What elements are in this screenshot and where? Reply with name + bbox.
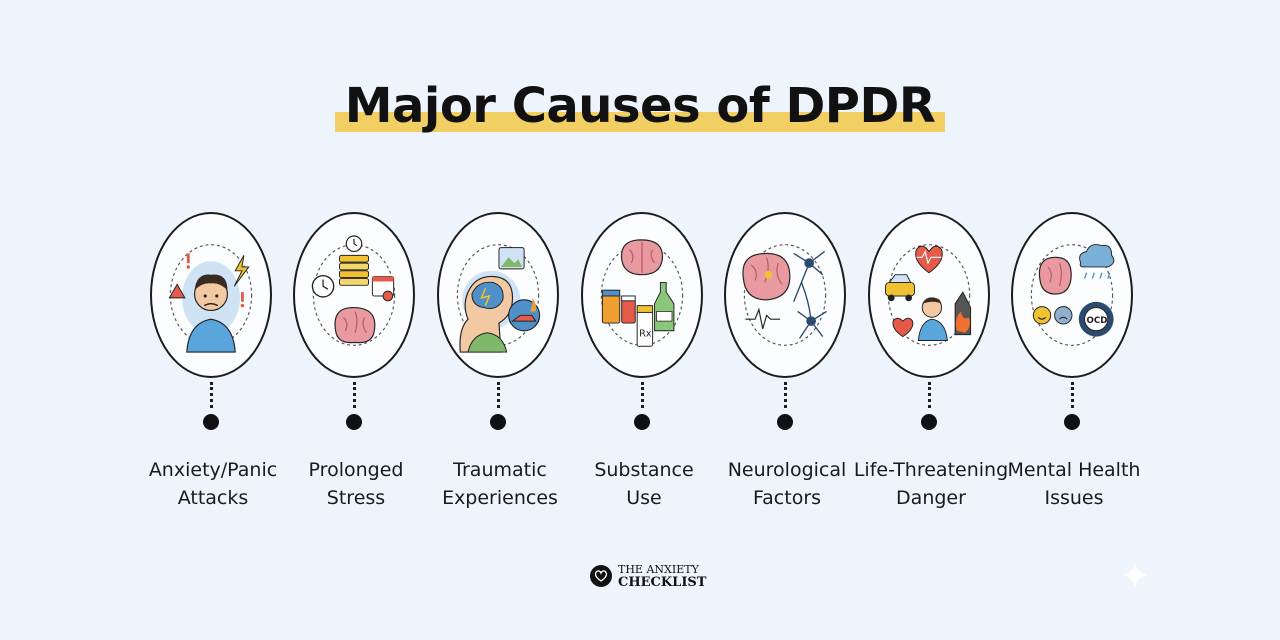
brain-neurons-icon (742, 244, 827, 346)
heart-icon (590, 565, 612, 587)
cause-stress: Prolonged Stress (276, 212, 436, 512)
dotted-connector (784, 382, 789, 408)
cause-label: Substance Use (554, 456, 734, 512)
dotted-connector (928, 382, 933, 408)
cause-circle (868, 212, 990, 378)
dotted-connector (353, 382, 358, 408)
svg-text:Rx: Rx (639, 329, 652, 340)
cause-circle (293, 212, 415, 378)
cause-circle (437, 212, 559, 378)
stressed-brain-clock-icon (311, 235, 396, 346)
cause-neurological: Neurological Factors (707, 212, 867, 512)
cause-label-line1: Traumatic (453, 459, 547, 481)
cause-circle: Rx (581, 212, 703, 378)
cause-substance: Rx Substance Use (564, 212, 724, 512)
cause-label-line2: Experiences (442, 487, 558, 509)
page-title: Major Causes of DPDR (334, 78, 946, 134)
brand-logo: THE ANXIETY CHECKLIST (590, 560, 706, 592)
cause-label: Traumatic Experiences (410, 456, 590, 512)
cause-mental-health: OCD Mental Health Issues (994, 212, 1154, 512)
brand-text: THE ANXIETY CHECKLIST (618, 563, 706, 589)
dotted-connector (210, 382, 215, 408)
trauma-memory-icon (456, 244, 541, 353)
cause-label-line1: Life-Threatening (853, 459, 1009, 481)
connector-dot (490, 414, 506, 430)
connector-dot (777, 414, 793, 430)
cause-trauma: Traumatic Experiences (420, 212, 580, 512)
mental-health-ocd-icon: OCD (1030, 244, 1115, 346)
connector-dot (346, 414, 362, 430)
cause-label: Anxiety/Panic Attacks (123, 456, 303, 512)
cause-label-line2: Issues (1044, 487, 1104, 509)
cause-label: Neurological Factors (697, 456, 877, 512)
cause-label-line1: Prolonged (308, 459, 404, 481)
cause-label-line2: Factors (752, 487, 822, 509)
cause-danger: Life-Threatening Danger (851, 212, 1011, 512)
cause-circle (150, 212, 272, 378)
medication-bottles-icon: Rx (600, 239, 684, 347)
cause-circle (724, 212, 846, 378)
cause-label-line2: Use (626, 487, 662, 509)
brand-line1: THE ANXIETY (618, 563, 699, 576)
connector-dot (921, 414, 937, 430)
brand-line2: CHECKLIST (618, 575, 707, 590)
cause-label-line1: Anxiety/Panic (148, 459, 278, 481)
cause-label-line2: Danger (896, 487, 966, 509)
dotted-connector (1071, 382, 1076, 408)
cause-label: Mental Health Issues (984, 456, 1164, 512)
connector-dot (1064, 414, 1080, 430)
cause-label-line1: Mental Health (1007, 459, 1141, 481)
cause-label: Life-Threatening Danger (841, 456, 1021, 512)
connector-dot (203, 414, 219, 430)
cause-label: Prolonged Stress (266, 456, 446, 512)
dotted-connector (641, 382, 646, 408)
connector-dot (634, 414, 650, 430)
title-highlight (334, 112, 946, 132)
cause-label-line1: Neurological (727, 459, 847, 481)
sparkle-icon (1122, 562, 1148, 588)
cause-label-line1: Substance (594, 459, 694, 481)
cause-label-line2: Stress (326, 487, 386, 509)
cause-circle: OCD (1011, 212, 1133, 378)
danger-heart-icon (884, 244, 972, 346)
svg-text:OCD: OCD (1087, 316, 1108, 326)
title-section: Major Causes of DPDR (0, 78, 1280, 134)
anxious-person-icon (168, 244, 253, 353)
title-text: Major Causes of DPDR (344, 78, 936, 134)
cause-label-line2: Attacks (177, 487, 249, 509)
dotted-connector (497, 382, 502, 408)
cause-anxiety: Anxiety/Panic Attacks (133, 212, 293, 512)
